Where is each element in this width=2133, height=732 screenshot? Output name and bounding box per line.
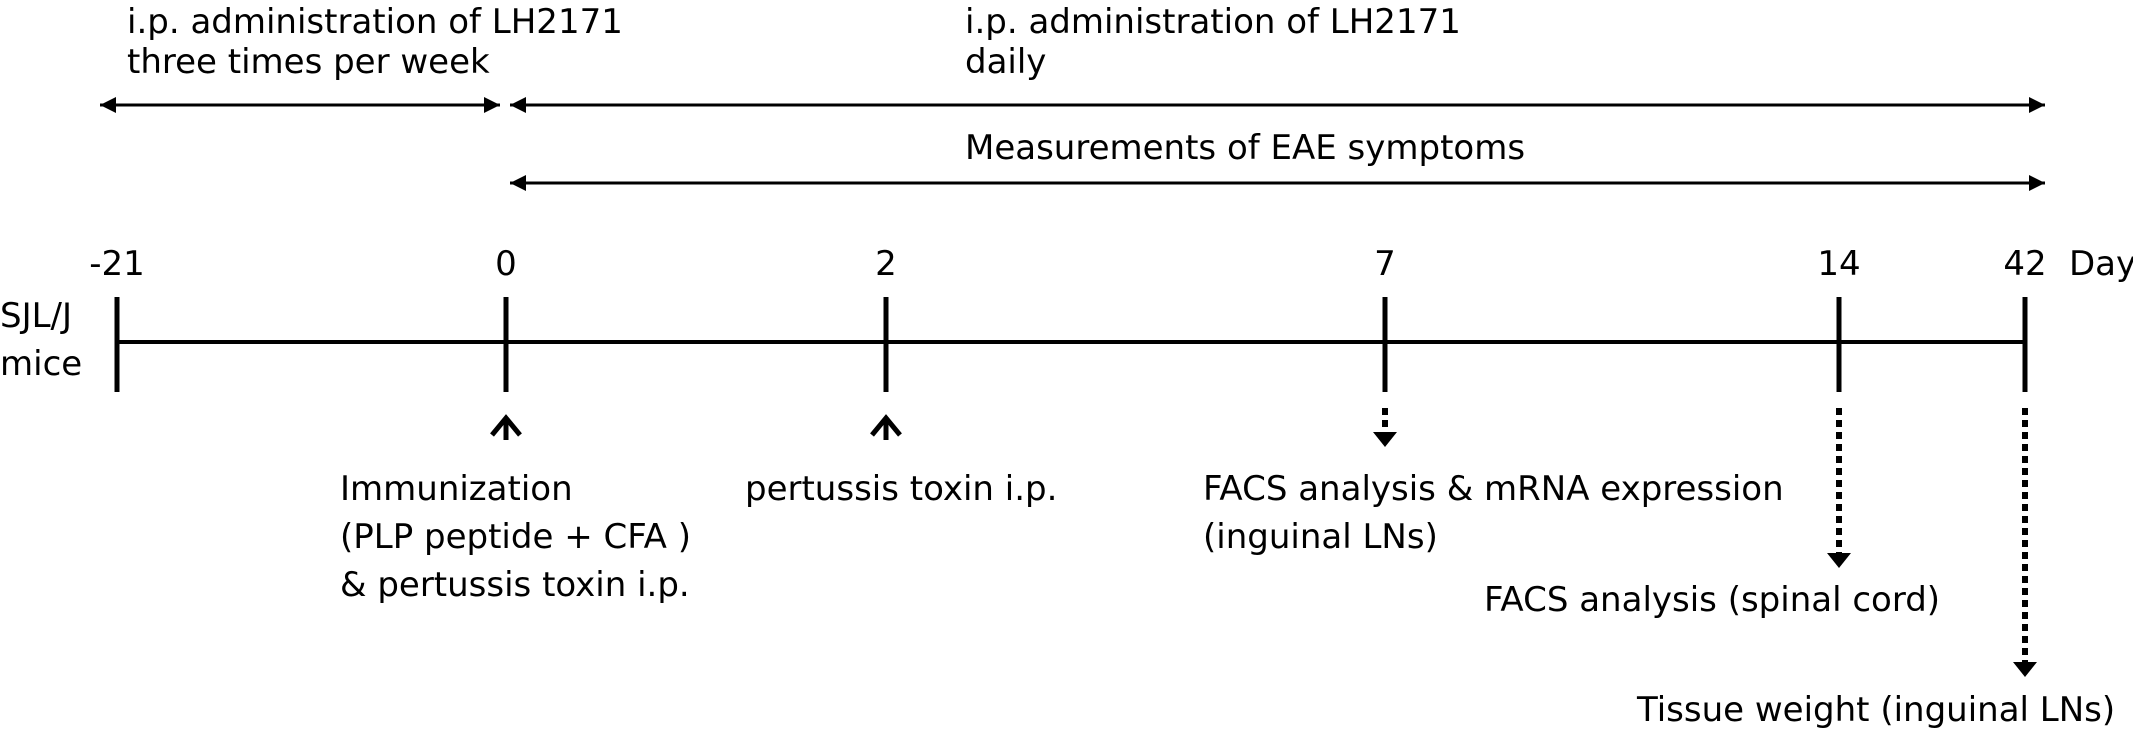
- subject-label-line1: SJL/J: [0, 296, 73, 336]
- immunization-label-line3: & pertussis toxin i.p.: [340, 565, 690, 605]
- tick-label-14: 14: [1817, 244, 1861, 284]
- tick-label-neg21: -21: [89, 244, 145, 284]
- pertussis-up-arrow: [870, 414, 902, 440]
- pretreatment-label-line1: i.p. administration of LH2171: [127, 2, 623, 42]
- tick-label-0: 0: [495, 244, 517, 284]
- facs-sc-label: FACS analysis (spinal cord): [1484, 580, 1941, 620]
- facs-ln-label-line1: FACS analysis & mRNA expression: [1203, 469, 1784, 509]
- pretreatment-label-line2: three times per week: [127, 42, 490, 82]
- tick-label-7: 7: [1374, 244, 1396, 284]
- immunization-up-arrow: [490, 414, 522, 440]
- daily-label-line2: daily: [965, 42, 1047, 82]
- tissue-down-arrow: [2013, 408, 2037, 677]
- measurements-label: Measurements of EAE symptoms: [965, 128, 1526, 168]
- unit-label: Day: [2069, 244, 2133, 284]
- daily-label-line1: i.p. administration of LH2171: [965, 2, 1461, 42]
- facs-sc-down-arrow: [1827, 408, 1851, 568]
- subject-label-line2: mice: [0, 344, 83, 384]
- daily-span-arrow: [510, 97, 2045, 113]
- pertussis-label: pertussis toxin i.p.: [745, 469, 1058, 509]
- immunization-label-line1: Immunization: [340, 469, 573, 509]
- pretreatment-span-arrow: [100, 97, 500, 113]
- immunization-label-line2: (PLP peptide + CFA ): [340, 517, 691, 557]
- tick-label-42: 42: [2003, 244, 2047, 284]
- tissue-label: Tissue weight (inguinal LNs): [1637, 690, 2116, 730]
- facs-ln-label-line2: (inguinal LNs): [1203, 517, 1438, 557]
- facs-ln-down-arrow: [1373, 408, 1397, 447]
- tick-label-2: 2: [875, 244, 897, 284]
- measurement-span-arrow: [510, 175, 2045, 191]
